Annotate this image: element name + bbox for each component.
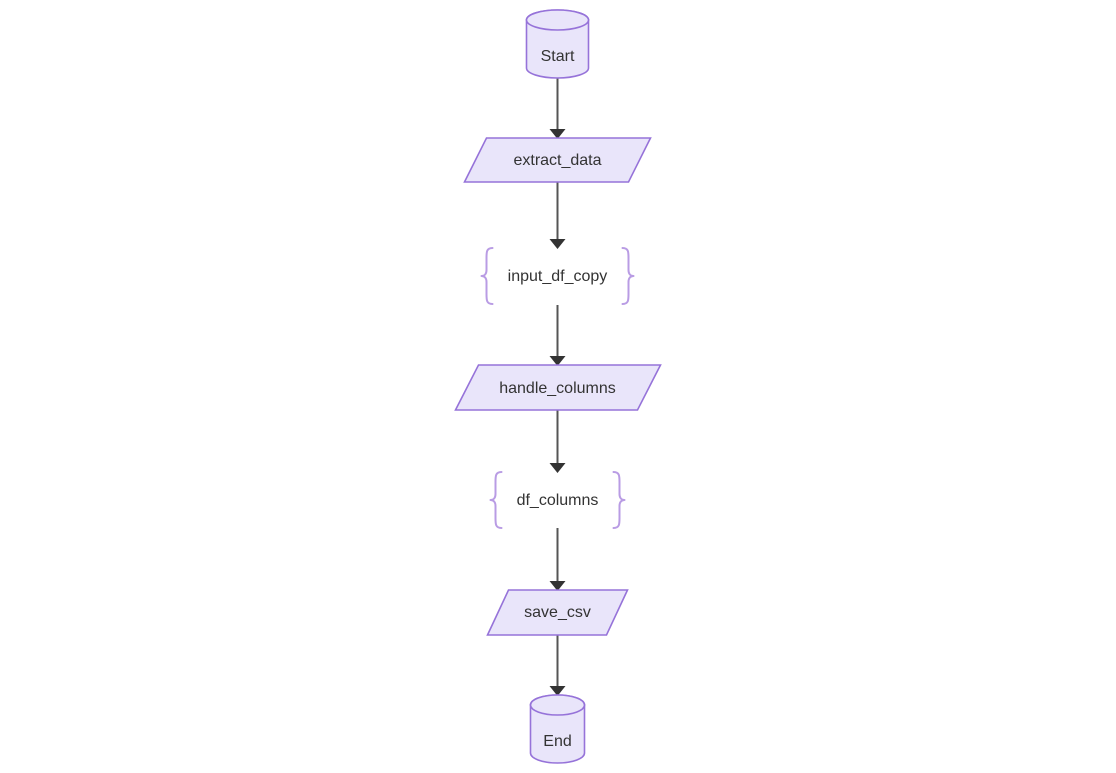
parallelogram-shape [486, 589, 629, 636]
cylinder-top-ellipse [525, 9, 590, 31]
node-end[interactable]: End [529, 694, 586, 764]
arrow-head-icon [549, 239, 566, 249]
node-df-columns[interactable]: df_columns [489, 471, 626, 529]
left-brace-icon [489, 471, 503, 529]
left-brace-icon [480, 247, 494, 305]
arrow-head-icon [549, 463, 566, 473]
edge-handle-columns-to-df-columns [549, 410, 566, 473]
arrow-head-icon [549, 356, 566, 366]
right-brace-icon [612, 471, 626, 529]
edge-input-df-copy-to-handle-columns [549, 305, 566, 366]
parallelogram-shape [463, 137, 652, 183]
node-input-df-copy[interactable]: input_df_copy [480, 247, 635, 305]
arrow-head-icon [549, 129, 566, 139]
right-brace-icon [621, 247, 635, 305]
node-label-save-csv: save_csv [524, 604, 591, 621]
node-extract-data[interactable]: extract_data [463, 137, 652, 183]
node-handle-columns[interactable]: handle_columns [454, 364, 662, 411]
edge-extract-data-to-input-df-copy [549, 182, 566, 249]
node-label-df-columns: df_columns [517, 492, 599, 509]
arrow-head-icon [549, 686, 566, 696]
cylinder-top-ellipse [529, 694, 586, 716]
node-label-handle-columns: handle_columns [499, 380, 616, 397]
node-label-extract-data: extract_data [513, 152, 601, 169]
node-label-start: Start [541, 48, 575, 65]
arrow-head-icon [549, 581, 566, 591]
edge-start-to-extract-data [549, 78, 566, 139]
node-start[interactable]: Start [525, 9, 590, 79]
parallelogram-shape [454, 364, 662, 411]
node-label-input-df-copy: input_df_copy [508, 268, 608, 285]
node-save-csv[interactable]: save_csv [486, 589, 629, 636]
node-label-end: End [543, 733, 571, 750]
edge-df-columns-to-save-csv [549, 528, 566, 591]
edge-save-csv-to-end [549, 635, 566, 696]
